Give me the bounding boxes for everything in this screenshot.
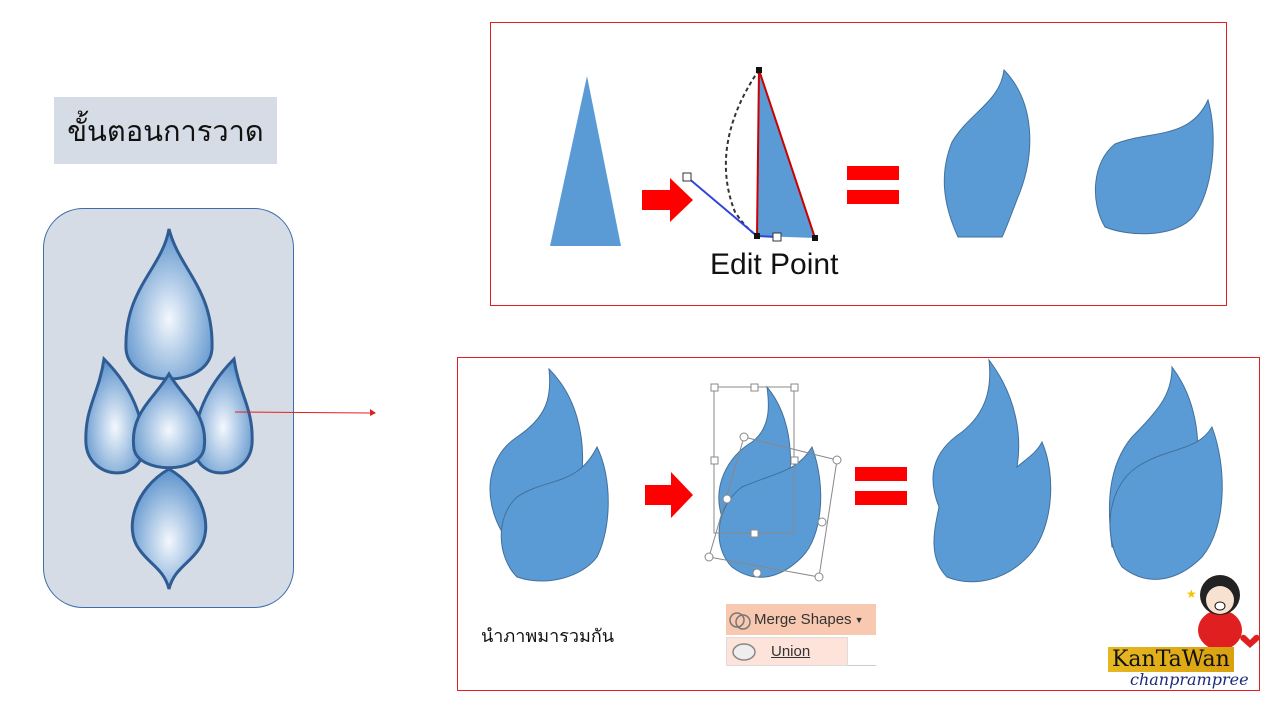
thai-lotus-flame-illustration	[84, 228, 254, 590]
merge-shapes-button[interactable]: Merge Shapes ▼	[726, 604, 876, 635]
leaf-shape	[1094, 98, 1214, 235]
equals-icon	[855, 467, 907, 505]
step2-merge-frame	[457, 357, 1260, 691]
merge-caption: นำภาพมารวมกัน	[481, 626, 615, 647]
overlapped-flame-shapes	[1108, 365, 1223, 580]
red-arrow-icon	[642, 178, 693, 222]
svg-text:★: ★	[1186, 587, 1197, 601]
logo-subtitle: chanprampree	[1130, 670, 1249, 689]
edit-point-triangle	[682, 67, 818, 242]
pointer-arrow	[234, 409, 376, 416]
union-label: Union	[771, 643, 811, 660]
mascot-girl-logo: ★	[1186, 575, 1260, 650]
slide-title: ขั้นตอนการวาด	[54, 97, 277, 164]
merge-shapes-label: Merge Shapes	[754, 611, 852, 628]
step1-edit-point-frame	[490, 22, 1227, 306]
equals-icon	[847, 166, 899, 204]
step1-shapes	[550, 67, 1214, 246]
union-flame-shape	[932, 358, 1052, 583]
union-icon	[732, 642, 756, 661]
merge-shapes-icon	[729, 611, 751, 630]
triangle-shape	[550, 76, 621, 246]
red-arrow-icon	[645, 472, 693, 518]
menu-item-union[interactable]: Union	[726, 637, 848, 666]
selected-shapes	[704, 383, 842, 582]
flame-shape-2	[500, 445, 609, 582]
lotus-illustration-card	[43, 208, 294, 608]
edit-point-label: Edit Point	[710, 248, 839, 281]
step2-shapes	[489, 358, 1223, 583]
chevron-down-icon: ▼	[854, 614, 864, 625]
logo-kantawan: KanTaWan	[1108, 647, 1234, 672]
flame-shape	[943, 68, 1031, 238]
